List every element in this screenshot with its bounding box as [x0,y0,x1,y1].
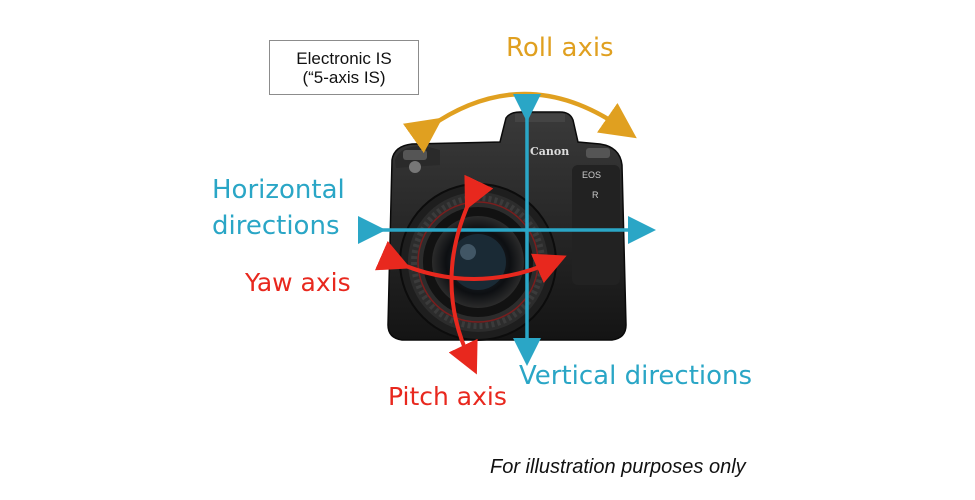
horizontal-line1: Horizontal [212,175,345,205]
electronic-is-line1: Electronic IS [296,48,392,68]
pitch-axis-text: Pitch axis [388,382,507,411]
camera-brand-text: Canon [530,145,569,158]
vertical-directions-label: Vertical directions [519,361,752,391]
vertical-directions-text: Vertical directions [519,361,753,391]
horizontal-directions-label: Horizontal directions [212,172,345,244]
electronic-is-line2: (“5-axis IS) [302,67,386,87]
roll-axis-text: Roll axis [506,33,614,63]
roll-axis-label: Roll axis [506,33,614,63]
pitch-arrow-icon [448,174,494,375]
camera-model-letter: R [592,190,599,200]
pitch-axis-label: Pitch axis [388,382,507,411]
yaw-axis-label: Yaw axis [245,268,351,297]
horizontal-line2: directions [212,211,340,241]
illustration-footnote: For illustration purposes only [490,456,746,478]
camera-icon [387,111,627,341]
yaw-axis-text: Yaw axis [245,268,351,297]
electronic-is-box: Electronic IS (“5-axis IS) [269,40,419,95]
camera-model-text: EOS [582,170,601,180]
